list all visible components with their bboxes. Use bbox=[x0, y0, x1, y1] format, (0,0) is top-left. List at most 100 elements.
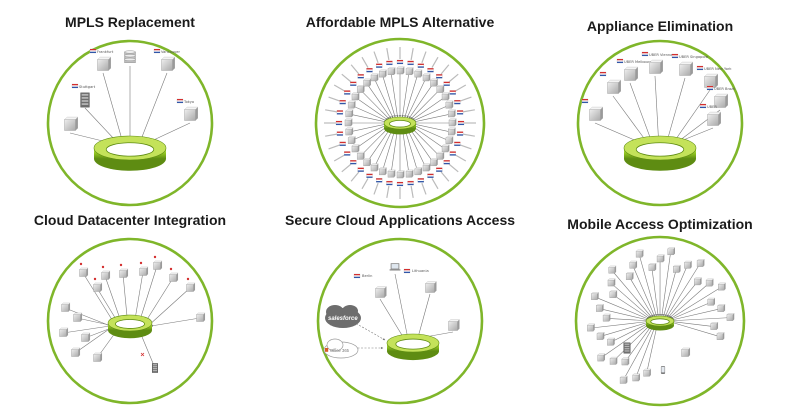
connection-arrow bbox=[411, 125, 446, 150]
node-label-line bbox=[462, 109, 475, 113]
panel-title: Affordable MPLS Alternative bbox=[305, 14, 495, 30]
connection-arrow bbox=[622, 324, 654, 381]
connection-arrow bbox=[410, 89, 441, 120]
server-box-icon bbox=[363, 158, 372, 167]
connection-arrow bbox=[671, 308, 721, 321]
server-box-icon bbox=[139, 266, 149, 276]
flag-icon bbox=[366, 173, 373, 178]
flag-icon bbox=[443, 160, 450, 165]
server-box-icon bbox=[726, 313, 735, 321]
server-box-icon bbox=[679, 61, 694, 76]
connection-arrow bbox=[390, 128, 399, 175]
flag-icon bbox=[176, 98, 184, 104]
flag-icon bbox=[89, 48, 97, 54]
server-box-icon bbox=[441, 92, 450, 101]
connection-arrow bbox=[366, 127, 392, 164]
connection-arrow bbox=[366, 82, 392, 119]
flag-icon bbox=[339, 99, 346, 105]
flag-icon bbox=[386, 60, 393, 66]
server-box-icon bbox=[445, 136, 454, 144]
node-label-line bbox=[386, 48, 390, 61]
connection-arrow bbox=[138, 72, 168, 145]
connection-arrow bbox=[413, 123, 452, 133]
connection-arrow bbox=[599, 308, 649, 321]
server-box-icon bbox=[681, 347, 691, 357]
connection-arrow bbox=[359, 89, 390, 120]
flag-icon bbox=[417, 63, 425, 68]
network-ring bbox=[623, 135, 697, 171]
network-ring bbox=[645, 315, 675, 331]
connection-arrow bbox=[594, 296, 650, 320]
connection-arrow bbox=[76, 317, 115, 327]
node-label-line bbox=[431, 56, 439, 68]
mobile-diagram bbox=[574, 235, 746, 407]
connection-arrow bbox=[635, 325, 656, 379]
server-box-icon bbox=[414, 69, 423, 78]
status-dot bbox=[79, 262, 83, 266]
flag-icon bbox=[696, 65, 704, 71]
connection-arrow bbox=[64, 307, 111, 327]
server-box-icon bbox=[672, 265, 681, 273]
server-box-icon bbox=[589, 106, 604, 121]
status-dot bbox=[119, 263, 123, 267]
flag-icon bbox=[357, 167, 364, 172]
server-box-icon bbox=[64, 116, 79, 131]
server-box-icon bbox=[344, 118, 353, 127]
server-box-icon bbox=[378, 167, 387, 176]
server-box-icon bbox=[422, 163, 431, 172]
network-ring bbox=[383, 116, 417, 135]
connection-arrow bbox=[354, 96, 389, 121]
flag-icon bbox=[153, 48, 161, 54]
connection-arrow bbox=[394, 273, 409, 338]
server-box-icon bbox=[73, 312, 83, 322]
connection-arrow bbox=[351, 124, 388, 142]
server-box-icon bbox=[632, 373, 641, 382]
connection-arrow bbox=[651, 267, 660, 317]
flag-icon bbox=[599, 71, 607, 77]
panel-mobile-access-optimization: Mobile Access Optimization bbox=[535, 208, 785, 408]
connection-arrow bbox=[590, 320, 649, 329]
connection-arrow bbox=[359, 126, 390, 157]
server-box-icon bbox=[607, 278, 616, 287]
connection-arrow bbox=[665, 77, 686, 145]
node-label-line bbox=[325, 109, 338, 113]
server-box-icon bbox=[345, 109, 354, 118]
server-box-icon bbox=[607, 337, 616, 346]
flag-icon bbox=[616, 58, 624, 64]
server-box-icon bbox=[609, 290, 618, 298]
server-box-icon bbox=[625, 272, 634, 280]
flag-icon bbox=[449, 90, 456, 95]
status-dot bbox=[101, 265, 105, 269]
server-box-icon bbox=[161, 56, 176, 71]
connection-arrow bbox=[671, 320, 714, 327]
flag-icon bbox=[417, 178, 425, 183]
node-label: Tokyo bbox=[183, 100, 194, 104]
status-dot bbox=[139, 261, 143, 265]
panel-title: Secure Cloud Applications Access bbox=[284, 212, 516, 228]
server-box-icon bbox=[445, 100, 454, 109]
node-label-line bbox=[448, 73, 459, 83]
server-rack-icon bbox=[623, 342, 631, 354]
node-label-line bbox=[386, 185, 390, 198]
server-box-icon bbox=[447, 127, 456, 136]
connection-arrow bbox=[406, 77, 427, 119]
server-box-icon bbox=[648, 263, 657, 271]
server-box-icon bbox=[396, 66, 405, 75]
node-label-line bbox=[333, 154, 345, 162]
connection-arrow bbox=[670, 302, 711, 320]
server-box-icon bbox=[717, 304, 726, 312]
node-label-line bbox=[410, 185, 414, 198]
flag-icon bbox=[454, 141, 461, 147]
flag-icon bbox=[71, 83, 79, 89]
server-box-icon bbox=[609, 356, 618, 365]
connection-arrow bbox=[417, 293, 431, 338]
node-label-line bbox=[341, 73, 352, 83]
boundary-circle bbox=[316, 237, 484, 405]
server-box-icon bbox=[436, 85, 445, 93]
flag-icon bbox=[386, 180, 393, 186]
flag-icon bbox=[344, 151, 351, 156]
network-ring bbox=[386, 333, 440, 361]
node-label-line bbox=[410, 48, 414, 61]
server-box-icon bbox=[405, 169, 414, 178]
